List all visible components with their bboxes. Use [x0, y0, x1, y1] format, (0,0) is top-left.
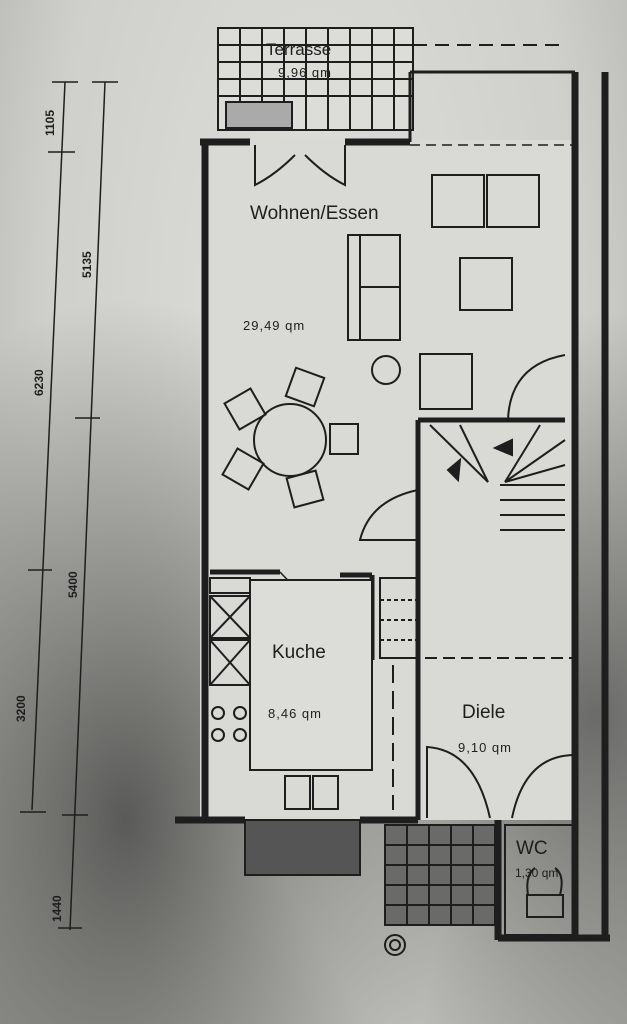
room-area-wc: 1,30 qm	[515, 866, 559, 880]
room-label-kuche: Kuche	[272, 642, 326, 663]
dim-5400: 5400	[66, 571, 80, 598]
terrace-grid	[217, 27, 560, 131]
staircase	[358, 354, 575, 659]
room-label-terrasse: Terrasse	[266, 40, 332, 59]
living-furniture	[221, 145, 540, 509]
dim-5135: 5135	[80, 251, 94, 278]
dimension-lines	[20, 81, 118, 931]
dim-1440: 1440	[50, 895, 64, 922]
dim-1105: 1105	[43, 109, 57, 136]
room-label-wc: WC	[516, 838, 548, 859]
room-area-kuche: 8,46 qm	[268, 706, 322, 721]
entrance-doors	[426, 745, 576, 936]
room-area-diele: 9,10 qm	[458, 740, 512, 755]
entrance-tiles	[384, 824, 496, 956]
dim-6230: 6230	[32, 369, 46, 396]
room-label-wohnen-essen: Wohnen/Essen	[250, 203, 379, 224]
room-area-terrasse: 9,96 qm	[278, 65, 332, 80]
room-area-wohnen-essen: 29,49 qm	[243, 318, 306, 333]
dim-3200: 3200	[14, 695, 28, 722]
room-label-diele: Diele	[462, 702, 506, 723]
kitchen-counters	[209, 577, 394, 810]
